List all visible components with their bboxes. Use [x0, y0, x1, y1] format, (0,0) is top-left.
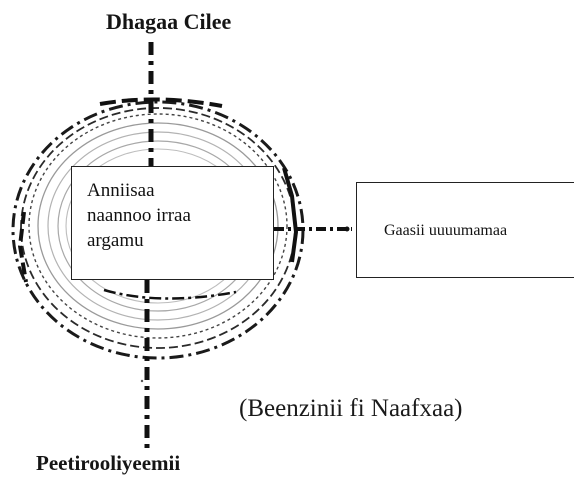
cap-rock-top	[99, 97, 223, 108]
rock-layer-4	[37, 122, 279, 330]
rock-layer-3	[28, 113, 288, 339]
cap-rock-bottom	[103, 288, 237, 300]
right-box-natural-gas: Gaasii uuuumamaa	[356, 182, 574, 278]
dot-mark	[344, 226, 350, 232]
cap-rock-right	[282, 167, 299, 263]
cap-rock-segments	[17, 97, 299, 300]
center-box-line-2: naannoo irraa	[87, 205, 191, 226]
center-box-organic-matter: Anniisaa naannoo irraa argamu	[71, 166, 274, 280]
bottom-label-petroleum: Peetirooliyeemii	[36, 451, 181, 475]
center-box-line-1: Anniisaa	[87, 180, 155, 201]
dot-mark	[140, 379, 144, 383]
center-box-line-3: argamu	[87, 230, 144, 251]
caption-benzine-naphtha: (Beenzinii fi Naafxaa)	[239, 395, 463, 422]
top-label-oil-shale: Dhagaa Cilee	[106, 9, 232, 34]
cap-rock-left	[17, 211, 28, 283]
